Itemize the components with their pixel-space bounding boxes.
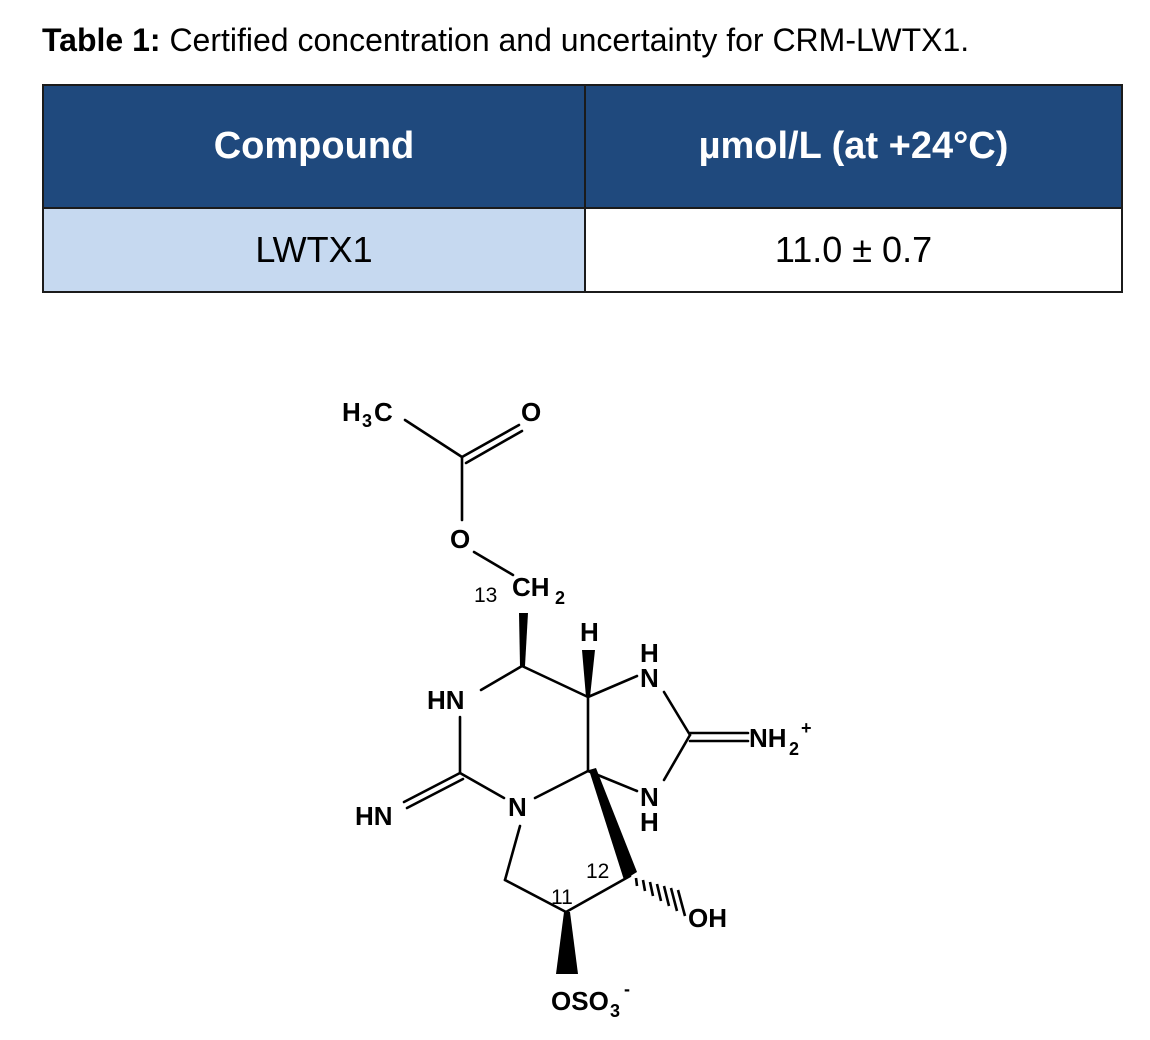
- cell-compound: LWTX1: [42, 207, 586, 293]
- oso3-label: OSO: [551, 986, 609, 1016]
- caption-text: Certified concentration and uncertainty …: [169, 22, 970, 58]
- caption-label: Table 1:: [42, 22, 161, 58]
- header-compound: Compound: [42, 84, 586, 209]
- nh2-charge: +: [801, 718, 812, 738]
- table-caption: Table 1: Certified concentration and unc…: [42, 22, 969, 59]
- imine-hn: HN: [355, 801, 393, 831]
- nh-top-h: H: [640, 638, 659, 668]
- certified-values-table: Compound µmol/L (at +24°C) LWTX1 11.0 ± …: [42, 84, 1123, 293]
- table-header-row: Compound µmol/L (at +24°C): [42, 84, 1123, 209]
- bridgehead-h: H: [580, 617, 599, 647]
- carbonyl-oxygen: O: [521, 397, 541, 427]
- table-row: LWTX1 11.0 ± 0.7: [42, 207, 1123, 293]
- position-12: 12: [586, 860, 609, 883]
- h3c-sub: 3: [362, 411, 372, 431]
- position-11: 11: [551, 886, 573, 909]
- header-concentration: µmol/L (at +24°C): [584, 84, 1123, 209]
- ring-hn: HN: [427, 685, 465, 715]
- cell-concentration: 11.0 ± 0.7: [584, 207, 1123, 293]
- nh-top-n: N: [640, 663, 659, 693]
- ch2-label: CH: [512, 572, 550, 602]
- hydroxyl-label: OH: [688, 903, 727, 933]
- nh2-label: NH: [749, 723, 787, 753]
- nh2-sub: 2: [789, 739, 799, 759]
- position-13: 13: [474, 584, 497, 607]
- h3c-h: H: [342, 397, 361, 427]
- nh-bottom-n: N: [640, 782, 659, 812]
- nh-bottom-h: H: [640, 807, 659, 837]
- h3c-c: C: [374, 397, 393, 427]
- oso3-sub: 3: [610, 1001, 620, 1021]
- ring-n: N: [508, 792, 527, 822]
- ch2-sub: 2: [555, 588, 565, 608]
- ester-oxygen: O: [450, 524, 470, 554]
- oso3-charge: -: [624, 979, 630, 999]
